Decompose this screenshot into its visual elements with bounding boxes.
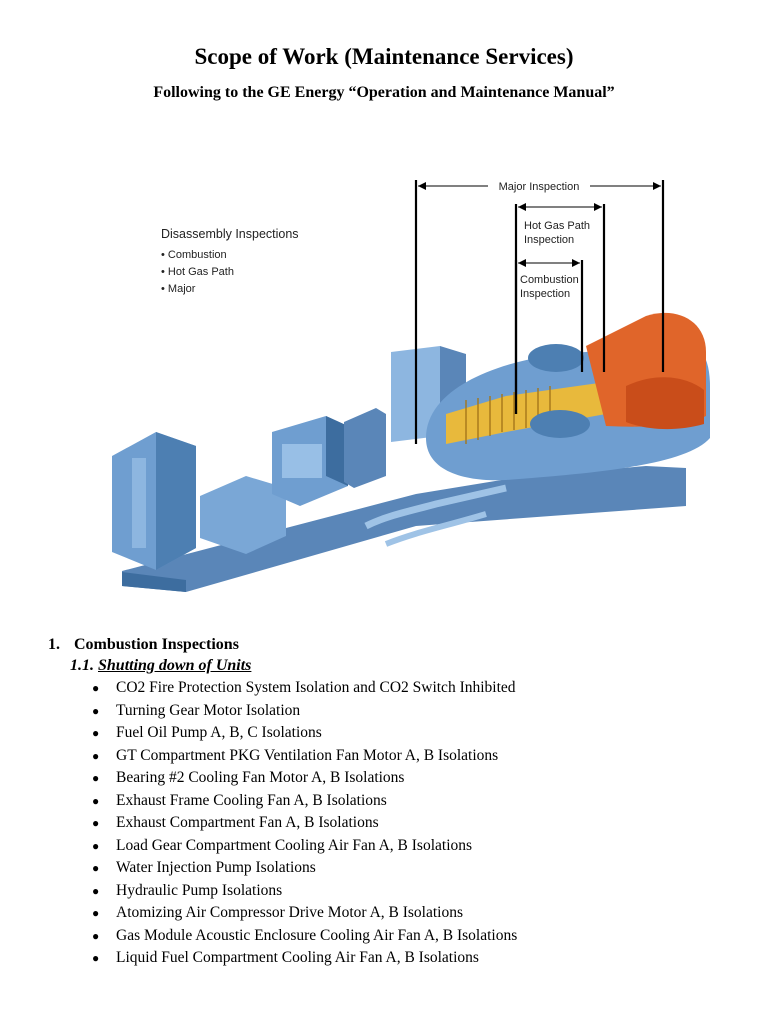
section-number: 1. [48,636,60,653]
bullet-icon: ● [92,883,100,898]
list-item: ●Exhaust Frame Cooling Fan A, B Isolatio… [0,790,517,813]
list-item: ●Hydraulic Pump Isolations [0,880,517,903]
bullet-icon: ● [92,793,100,808]
document-subtitle: Following to the GE Energy “Operation an… [153,84,615,101]
legend-title: Disassembly Inspections [161,227,299,241]
turbine-illustration: Major Inspection Hot Gas Path Inspection… [112,180,710,592]
major-inspection-label: Major Inspection [499,181,580,193]
legend-item-combustion: • Combustion [161,249,227,261]
base-skid [122,466,686,592]
list-item: ●Water Injection Pump Isolations [0,857,517,880]
list-item: ●Turning Gear Motor Isolation [0,700,517,723]
load-gear [344,408,386,488]
list-item: ●Bearing #2 Cooling Fan Motor A, B Isola… [0,767,517,790]
subsection-heading: 1.1. Shutting down of Units [70,657,251,675]
list-item: ●Load Gear Compartment Cooling Air Fan A… [0,835,517,858]
combustor [528,344,584,372]
aux-module [200,476,286,554]
legend-item-major: • Major [161,283,196,295]
list-item: ●Gas Module Acoustic Enclosure Cooling A… [0,925,517,948]
list-item: ●CO2 Fire Protection System Isolation an… [0,677,517,700]
comb-label-line2: Inspection [520,288,570,300]
bullet-icon: ● [92,748,100,763]
document-title: Scope of Work (Maintenance Services) [194,44,574,69]
list-item: ●Fuel Oil Pump A, B, C Isolations [0,722,517,745]
list-item: ●GT Compartment PKG Ventilation Fan Moto… [0,745,517,768]
bullet-icon: ● [92,771,100,785]
list-item: ●Atomizing Air Compressor Drive Motor A,… [0,902,517,925]
list-item: ●Liquid Fuel Compartment Cooling Air Fan… [0,947,517,970]
gas-turbine-figure: Major Inspection Hot Gas Path Inspection… [86,176,720,622]
bullet-icon: ● [92,681,100,695]
legend-item-hot-gas-path: • Hot Gas Path [161,266,234,278]
bullet-icon: ● [92,906,100,920]
subsection-number: 1.1. [70,657,94,674]
hgp-label-line1: Hot Gas Path [524,220,590,232]
comb-label-line1: Combustion [520,274,579,286]
bullet-icon: ● [92,703,100,718]
bullet-icon: ● [92,726,100,740]
hgp-label-line2: Inspection [524,234,574,246]
bullet-icon: ● [92,838,100,853]
section-title: Combustion Inspections [74,636,239,653]
isolation-list: ●CO2 Fire Protection System Isolation an… [0,677,517,970]
bullet-icon: ● [92,928,100,943]
bullet-icon: ● [92,951,100,965]
bullet-icon: ● [92,861,100,875]
list-item: ●Exhaust Compartment Fan A, B Isolations [0,812,517,835]
section-heading: 1. Combustion Inspections [48,636,239,654]
subsection-title: Shutting down of Units [98,657,252,674]
bullet-icon: ● [92,816,100,830]
